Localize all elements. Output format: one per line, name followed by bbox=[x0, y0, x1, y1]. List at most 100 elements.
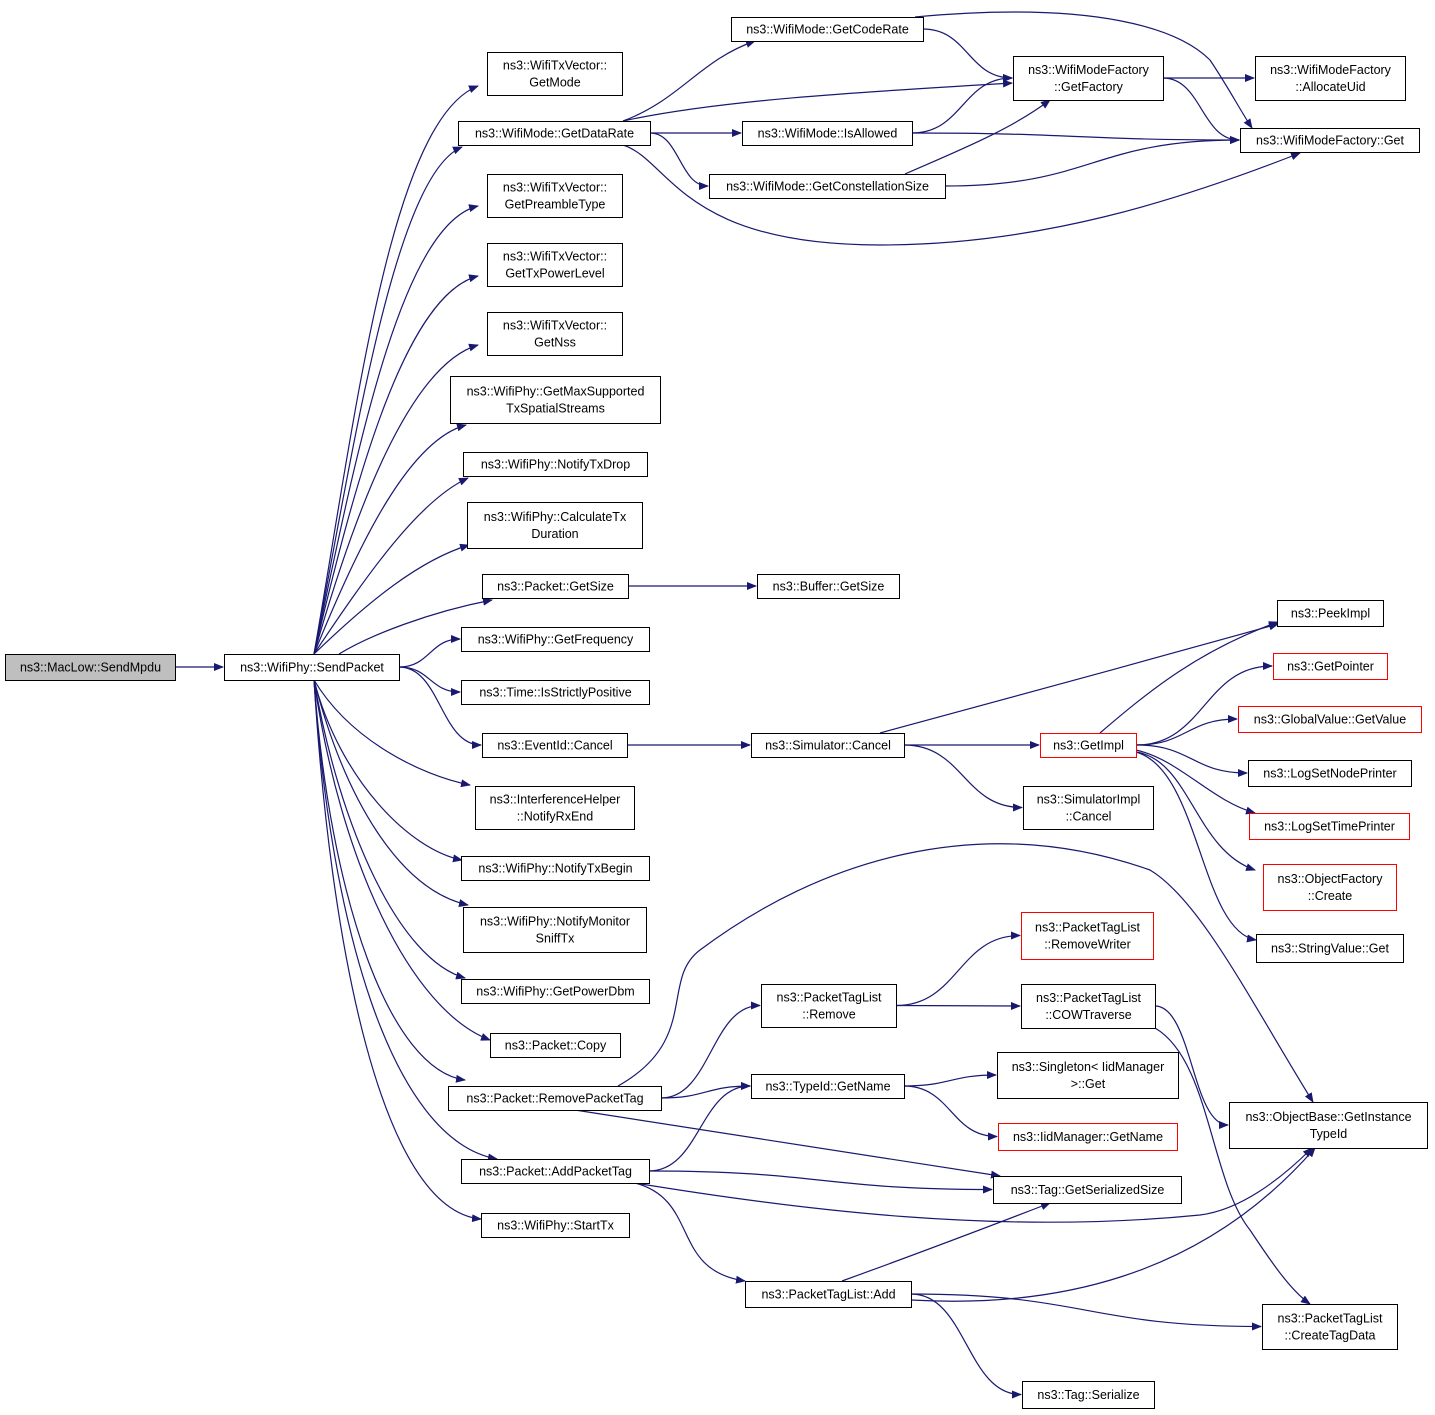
node-label: TypeId bbox=[1310, 1127, 1348, 1141]
edge-n1-to-n21 bbox=[313, 679, 482, 1223]
edge-n20-to-n42 bbox=[648, 1082, 751, 1172]
node-label: ns3::WifiTxVector:: bbox=[503, 59, 607, 73]
node-ns3-wifimodefactory-allocateuid[interactable]: ns3::WifiModeFactory::AllocateUid bbox=[1255, 56, 1406, 101]
node-label: ns3::PacketTagList bbox=[1035, 921, 1140, 935]
edge-n47-to-n49 bbox=[910, 1293, 1022, 1399]
edge-n1-to-n2 bbox=[313, 85, 479, 655]
node-label: SniffTx bbox=[536, 932, 575, 946]
edge-n1-to-n7 bbox=[313, 423, 467, 655]
node-ns3-singleton-iidmanager-get[interactable]: ns3::Singleton< IidManager>::Get bbox=[997, 1052, 1179, 1099]
edge-n1-to-n12 bbox=[398, 666, 461, 696]
node-ns3-peekimpl[interactable]: ns3::PeekImpl bbox=[1277, 600, 1384, 627]
node-ns3-wifitxvector-gettxpowerlevel[interactable]: ns3::WifiTxVector::GetTxPowerLevel bbox=[487, 243, 623, 287]
node-label: ns3::WifiPhy::NotifyTxDrop bbox=[481, 458, 630, 472]
node-label: ns3::WifiPhy::SendPacket bbox=[240, 661, 384, 675]
node-label: ns3::WifiMode::IsAllowed bbox=[758, 127, 898, 141]
edge-n23-to-n25 bbox=[911, 74, 1013, 134]
node-ns3-wifitxvector-getnss[interactable]: ns3::WifiTxVector::GetNss bbox=[487, 312, 623, 356]
node-ns3-wifimodefactory-get[interactable]: ns3::WifiModeFactory::Get bbox=[1240, 128, 1420, 153]
node-label: ns3::IidManager::GetName bbox=[1013, 1130, 1163, 1144]
edge-n19-to-n45 bbox=[617, 843, 1314, 1103]
edge-n30-to-n37 bbox=[1135, 751, 1256, 871]
node-ns3-packet-removepackettag[interactable]: ns3::Packet::RemovePacketTag bbox=[448, 1086, 662, 1111]
node-label: ::Create bbox=[1308, 889, 1353, 903]
node-label: ns3::WifiTxVector:: bbox=[503, 319, 607, 333]
node-label: ns3::WifiPhy::NotifyTxBegin bbox=[478, 862, 632, 876]
node-label: ns3::StringValue::Get bbox=[1271, 942, 1389, 956]
node-label: Duration bbox=[531, 527, 578, 541]
node-ns3-tag-serialize[interactable]: ns3::Tag::Serialize bbox=[1022, 1381, 1155, 1409]
node-ns3-wifiphy-starttx[interactable]: ns3::WifiPhy::StartTx bbox=[481, 1213, 630, 1238]
node-label: ns3::PacketTagList::Add bbox=[761, 1288, 895, 1302]
edge-n1-to-n18 bbox=[313, 679, 491, 1041]
node-ns3-getimpl[interactable]: ns3::GetImpl bbox=[1040, 733, 1137, 758]
node-ns3-simulatorimpl-cancel[interactable]: ns3::SimulatorImpl::Cancel bbox=[1023, 786, 1154, 830]
edge-n1-to-n9 bbox=[313, 543, 470, 655]
node-label: ns3::GlobalValue::GetValue bbox=[1254, 713, 1406, 727]
node-ns3-wifiphy-notifytxbegin[interactable]: ns3::WifiPhy::NotifyTxBegin bbox=[461, 856, 650, 881]
node-label: ns3::WifiModeFactory bbox=[1028, 63, 1150, 77]
node-label: ns3::WifiPhy::CalculateTx bbox=[484, 510, 627, 524]
node-ns3-packet-addpackettag[interactable]: ns3::Packet::AddPacketTag bbox=[461, 1159, 650, 1184]
node-ns3-wifitxvector-getmode[interactable]: ns3::WifiTxVector::GetMode bbox=[487, 52, 623, 96]
edge-n20-to-n46 bbox=[648, 1170, 993, 1194]
node-label: GetPreambleType bbox=[505, 198, 606, 212]
edge-n1-to-n10 bbox=[338, 597, 493, 655]
node-ns3-wifitxvector-getpreambletype[interactable]: ns3::WifiTxVector::GetPreambleType bbox=[487, 174, 623, 218]
node-label: ns3::Packet::AddPacketTag bbox=[479, 1165, 632, 1179]
node-ns3-packettaglist-removewriter[interactable]: ns3::PacketTagList::RemoveWriter bbox=[1021, 912, 1154, 960]
node-ns3-time-isstrictlypositive[interactable]: ns3::Time::IsStrictlyPositive bbox=[461, 680, 650, 705]
node-ns3-packet-getsize[interactable]: ns3::Packet::GetSize bbox=[482, 574, 629, 599]
node-ns3-wifiphy-getpowerdbm[interactable]: ns3::WifiPhy::GetPowerDbm bbox=[461, 979, 650, 1004]
node-ns3-packettaglist-remove[interactable]: ns3::PacketTagList::Remove bbox=[761, 984, 897, 1028]
node-ns3-packettaglist-cowtraverse[interactable]: ns3::PacketTagList::COWTraverse bbox=[1021, 984, 1156, 1029]
node-ns3-maclow-sendmpdu[interactable]: ns3::MacLow::SendMpdu bbox=[5, 654, 176, 681]
node-ns3-logsetnodeprinter[interactable]: ns3::LogSetNodePrinter bbox=[1248, 760, 1412, 787]
node-ns3-wifimodefactory-getfactory[interactable]: ns3::WifiModeFactory::GetFactory bbox=[1013, 56, 1164, 101]
edge-n1-to-n20 bbox=[313, 679, 498, 1162]
node-ns3-wifiphy-getfrequency[interactable]: ns3::WifiPhy::GetFrequency bbox=[461, 627, 650, 652]
node-ns3-wifimode-isallowed[interactable]: ns3::WifiMode::IsAllowed bbox=[742, 121, 913, 146]
node-label: ns3::Tag::GetSerializedSize bbox=[1011, 1183, 1165, 1197]
node-ns3-logsettimeprinter[interactable]: ns3::LogSetTimePrinter bbox=[1249, 813, 1410, 840]
node-ns3-wifimode-getconstellationsize[interactable]: ns3::WifiMode::GetConstellationSize bbox=[709, 174, 946, 199]
edges-layer bbox=[174, 11, 1316, 1399]
node-label: ns3::WifiPhy::GetFrequency bbox=[478, 633, 634, 647]
node-label: ns3::WifiMode::GetConstellationSize bbox=[726, 180, 929, 194]
node-ns3-wifiphy-getmaxsupportedtxspatialstreams[interactable]: ns3::WifiPhy::GetMaxSupportedTxSpatialSt… bbox=[450, 376, 661, 424]
node-ns3-interferencehelper-notifyrxend[interactable]: ns3::InterferenceHelper::NotifyRxEnd bbox=[475, 786, 635, 830]
node-ns3-iidmanager-getname[interactable]: ns3::IidManager::GetName bbox=[998, 1123, 1178, 1151]
node-ns3-tag-getserializedsize[interactable]: ns3::Tag::GetSerializedSize bbox=[993, 1176, 1182, 1204]
node-ns3-packettaglist-createtagdata[interactable]: ns3::PacketTagList::CreateTagData bbox=[1262, 1304, 1398, 1350]
node-label: ns3::WifiTxVector:: bbox=[503, 181, 607, 195]
node-label: ns3::WifiPhy::GetPowerDbm bbox=[476, 985, 634, 999]
edge-n47-to-n46 bbox=[841, 1202, 1051, 1282]
node-ns3-objectfactory-create[interactable]: ns3::ObjectFactory::Create bbox=[1263, 864, 1397, 911]
node-ns3-packet-copy[interactable]: ns3::Packet::Copy bbox=[490, 1033, 621, 1058]
node-label: ns3::WifiModeFactory::Get bbox=[1256, 134, 1404, 148]
node-ns3-getpointer[interactable]: ns3::GetPointer bbox=[1273, 653, 1388, 680]
node-ns3-wifimode-getdatarate[interactable]: ns3::WifiMode::GetDataRate bbox=[458, 121, 651, 146]
node-label: ns3::Packet::GetSize bbox=[497, 580, 614, 594]
edge-n47-to-n45 bbox=[910, 1147, 1316, 1302]
node-ns3-buffer-getsize[interactable]: ns3::Buffer::GetSize bbox=[757, 574, 900, 599]
node-label: ns3::PacketTagList bbox=[777, 991, 882, 1005]
node-ns3-wifiphy-sendpacket[interactable]: ns3::WifiPhy::SendPacket bbox=[224, 654, 400, 681]
node-ns3-stringvalue-get[interactable]: ns3::StringValue::Get bbox=[1256, 934, 1404, 963]
node-ns3-packettaglist-add[interactable]: ns3::PacketTagList::Add bbox=[745, 1281, 912, 1308]
edge-n39-to-n40 bbox=[895, 931, 1021, 1007]
edge-n23-to-n27 bbox=[911, 132, 1240, 144]
node-ns3-typeid-getname[interactable]: ns3::TypeId::GetName bbox=[751, 1074, 905, 1099]
node-ns3-simulator-cancel[interactable]: ns3::Simulator::Cancel bbox=[751, 733, 905, 758]
node-ns3-eventid-cancel[interactable]: ns3::EventId::Cancel bbox=[482, 733, 628, 758]
node-ns3-globalvalue-getvalue[interactable]: ns3::GlobalValue::GetValue bbox=[1238, 706, 1422, 733]
node-label: ns3::EventId::Cancel bbox=[497, 739, 612, 753]
edge-n25-to-n27 bbox=[1162, 77, 1240, 144]
node-ns3-wifiphy-notifytxdrop[interactable]: ns3::WifiPhy::NotifyTxDrop bbox=[463, 452, 648, 477]
edge-n39-to-n41 bbox=[895, 1001, 1021, 1010]
node-ns3-wifimode-getcoderate[interactable]: ns3::WifiMode::GetCodeRate bbox=[731, 17, 924, 42]
node-label: ns3::Buffer::GetSize bbox=[773, 580, 885, 594]
